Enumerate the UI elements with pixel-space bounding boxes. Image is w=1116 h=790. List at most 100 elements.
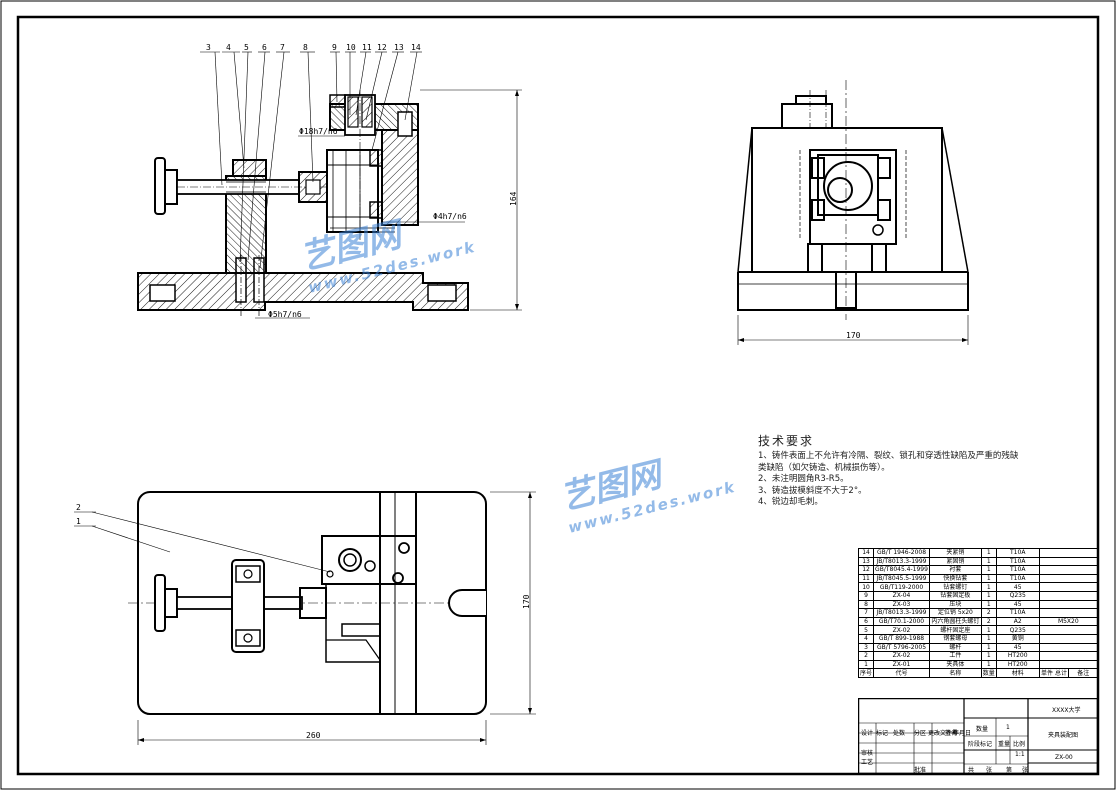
row-label-design: 设计 [861, 730, 874, 737]
fit-label-2: Φ4h7/n6 [433, 212, 467, 221]
bom-cell: 1 [980, 590, 997, 601]
bom-cell: ZX-03 [873, 599, 930, 610]
school-name: XXXX大学 [1052, 707, 1081, 714]
callout-6: 6 [262, 43, 267, 52]
tech-requirements-title: 技术要求 [758, 434, 815, 448]
bom-cell: 8 [857, 599, 875, 610]
bom-cell: 内六角圆柱头螺钉 [928, 616, 982, 627]
tech-line: 2、未注明圆角R3-R5。 [758, 474, 849, 484]
callout-10: 10 [346, 43, 356, 52]
scale-value: 1:1 [1015, 751, 1025, 758]
bom-cell: 9 [857, 590, 875, 601]
bom-cell: GB/T 5796-2005 [873, 642, 930, 653]
bom-cell [1038, 573, 1099, 584]
bom-cell: 1 [857, 659, 875, 670]
bom-header-row: 序号 代号 名称 数量 材料 单件 总计 备注 [857, 668, 1098, 678]
row-label-process: 工艺 [861, 759, 874, 766]
bom-cell: 45 [995, 582, 1040, 592]
bom-cell: 压块 [928, 599, 982, 610]
bom-cell: ZX-04 [873, 590, 930, 601]
callout-leaders [200, 51, 422, 269]
scale-label: 比例 [1013, 741, 1026, 748]
bom-cell: ZX-01 [873, 659, 930, 670]
bom-cell [1038, 548, 1099, 558]
title-block-frame [858, 698, 1098, 774]
bom-cell: 1 [980, 599, 997, 610]
bom-cell: 10 [857, 582, 875, 592]
side-width-dim: 170 [846, 331, 861, 340]
bom-cell: 1 [980, 633, 997, 644]
bom-cell: A2 [995, 616, 1040, 627]
bom-cell: 黄铜 [995, 633, 1040, 644]
tech-requirements: 技术要求 1、铸件表面上不允许有冷隔、裂纹、锁孔和穿透性缺陷及严重的残缺 类缺陷… [758, 432, 1058, 509]
bom-cell [1038, 651, 1099, 661]
bom-cell: T10A [995, 556, 1040, 567]
bom-cell [1038, 659, 1099, 670]
bom-cell: 定位销 5x20 [928, 608, 982, 618]
bom-cell: 6 [857, 616, 875, 627]
bom-cell: 45 [995, 599, 1040, 610]
bom-cell: 夹具体 [928, 659, 982, 670]
bom-cell: 1 [980, 642, 997, 653]
tech-line: 4、锐边却毛刺。 [758, 497, 823, 507]
bom-cell: GB/T 1946-2008 [873, 548, 930, 558]
bom-cell: 2 [857, 651, 875, 661]
bom-cell [1038, 608, 1099, 618]
bom-cell [1038, 565, 1099, 575]
bom-cell: 1 [980, 565, 997, 575]
bom-cell: T10A [995, 565, 1040, 575]
bom-cell: Q235 [995, 625, 1040, 635]
bom-cell: 钻套螺钉 [928, 582, 982, 592]
bom-cell: 13 [857, 556, 875, 567]
callout-4: 4 [226, 43, 231, 52]
bom-cell: 1 [980, 659, 997, 670]
bom-header-cell: 名称 [928, 668, 982, 678]
callout-14: 14 [411, 43, 421, 52]
row-label-review: 审核 [861, 750, 874, 757]
bom-cell [1038, 599, 1099, 610]
bom-header-cell: 序号 [857, 668, 875, 678]
weight-label: 重量 [998, 741, 1011, 748]
callout-3: 3 [206, 43, 211, 52]
bom-cell: 11 [857, 573, 875, 584]
bom-cell: GB/T70.1-2000 [873, 616, 930, 627]
sheet-label-4: 张 [1022, 767, 1029, 774]
bom-cell: JB/T8013.3-1999 [873, 556, 930, 567]
bom-cell: 12 [857, 565, 875, 575]
bom-cell: 衬套 [928, 565, 982, 575]
bom-cell [1038, 633, 1099, 644]
qty-value: 1 [1006, 724, 1010, 731]
bom-cell: 1 [980, 582, 997, 592]
tech-line: 类缺陷（如欠铸造、机械损伤等）。 [758, 462, 890, 473]
bom-cell: 2 [980, 616, 997, 627]
bom-cell: 14 [857, 548, 875, 558]
bom-cell: 钻套固定板 [928, 590, 982, 601]
tech-line: 1、铸件表面上不允许有冷隔、裂纹、锁孔和穿透性缺陷及严重的残缺 [758, 451, 1019, 461]
bom-cell: 4 [857, 633, 875, 644]
bom-cell: T10A [995, 608, 1040, 618]
bom-cell: 夹紧销 [928, 548, 982, 558]
bom-header-cell: 备注 [1068, 668, 1098, 678]
bom-cell: 快换钻套 [928, 573, 982, 584]
bom-cell: JB/T8045.5-1999 [873, 573, 930, 584]
callout-1: 1 [76, 517, 81, 526]
bom-cell [1038, 582, 1099, 592]
rev-label-2: 处数 [893, 730, 906, 737]
fit-leaders [255, 135, 465, 319]
fit-label-3: Φ5h7/n6 [268, 310, 302, 319]
bom-cell: 1 [980, 625, 997, 635]
row-label-approve: 批准 [914, 767, 927, 774]
front-section-view [137, 89, 522, 318]
